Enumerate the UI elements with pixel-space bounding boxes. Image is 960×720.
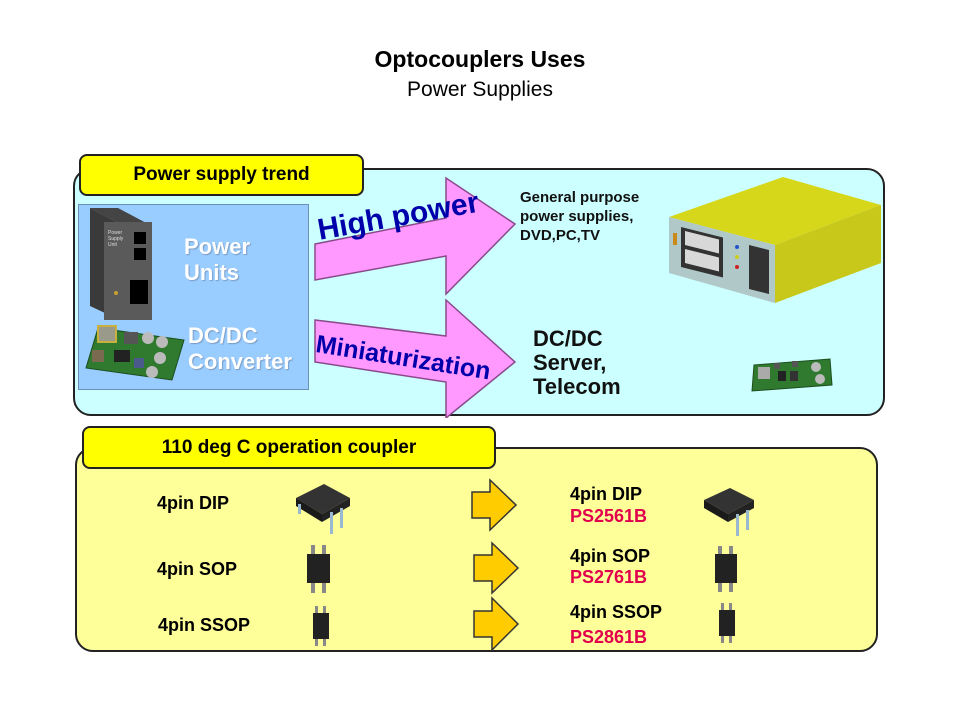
svg-text:Unit: Unit: [108, 242, 118, 248]
power-units-line2: Units: [184, 260, 239, 285]
high-power-arrow: [314, 176, 517, 296]
power-units-line1: Power: [184, 234, 251, 259]
svg-text:Power: Power: [108, 230, 123, 236]
upgrade-arrow-icon: [471, 478, 518, 532]
ssop-package-icon: [719, 603, 735, 643]
general-line3: DVD,PC,TV: [520, 227, 601, 244]
dip-package-icon: [296, 484, 350, 534]
ssop-package-icon: [313, 606, 329, 646]
slide-title: Optocouplers Uses: [374, 46, 586, 72]
dcdc-module-icon: [751, 358, 833, 392]
dcdc-converter-label: DC/DC Converter: [188, 323, 292, 375]
dcdc-line2: Converter: [188, 349, 292, 374]
dcdc-converter-board-icon: [85, 325, 185, 381]
dcdc-line1: DC/DC: [188, 323, 258, 348]
to-package-label: 4pin SSOP: [570, 602, 663, 622]
general-purpose-label: General purpose power supplies, DVD,PC,T…: [520, 188, 639, 245]
upgrade-arrow-icon: [473, 541, 520, 595]
part-number: PS2861B: [570, 627, 648, 647]
part-number: PS2561B: [570, 506, 648, 526]
to-package-label: 4pin SOP: [570, 546, 651, 566]
from-package-label: 4pin SSOP: [158, 615, 251, 635]
dcdc-target-line2: Server,: [533, 350, 607, 375]
upgrade-arrow-icon: [473, 596, 520, 652]
miniaturization-arrow: [314, 298, 517, 418]
tab-label: Power supply trend: [133, 164, 310, 185]
general-line1: General purpose: [520, 189, 640, 206]
slide-subtitle: Power Supplies: [407, 78, 553, 101]
dip-package-icon: [704, 488, 754, 536]
tab-label: 110 deg C operation coupler: [161, 436, 417, 458]
svg-text:Supply: Supply: [108, 236, 124, 242]
part-number: PS2761B: [570, 567, 648, 587]
trend-arrows: [314, 176, 517, 418]
power-supply-trend-tab: Power supply trend: [79, 154, 364, 196]
power-supply-unit-icon: Power Supply Unit: [90, 208, 152, 320]
rack-power-supply-icon: [669, 177, 881, 303]
power-units-label: Power Units: [184, 234, 250, 286]
dcdc-server-telecom-label: DC/DC Server, Telecom: [533, 327, 621, 399]
dcdc-target-line3: Telecom: [533, 374, 621, 399]
sop-package-icon: [715, 546, 737, 592]
to-package-label: 4pin DIP: [570, 484, 643, 504]
dcdc-target-line1: DC/DC: [533, 326, 603, 351]
from-package-label: 4pin DIP: [157, 493, 230, 513]
general-line2: power supplies,: [520, 208, 634, 225]
from-package-label: 4pin SOP: [157, 559, 238, 579]
sop-package-icon: [307, 545, 330, 593]
coupler-tab: 110 deg C operation coupler: [82, 426, 496, 469]
